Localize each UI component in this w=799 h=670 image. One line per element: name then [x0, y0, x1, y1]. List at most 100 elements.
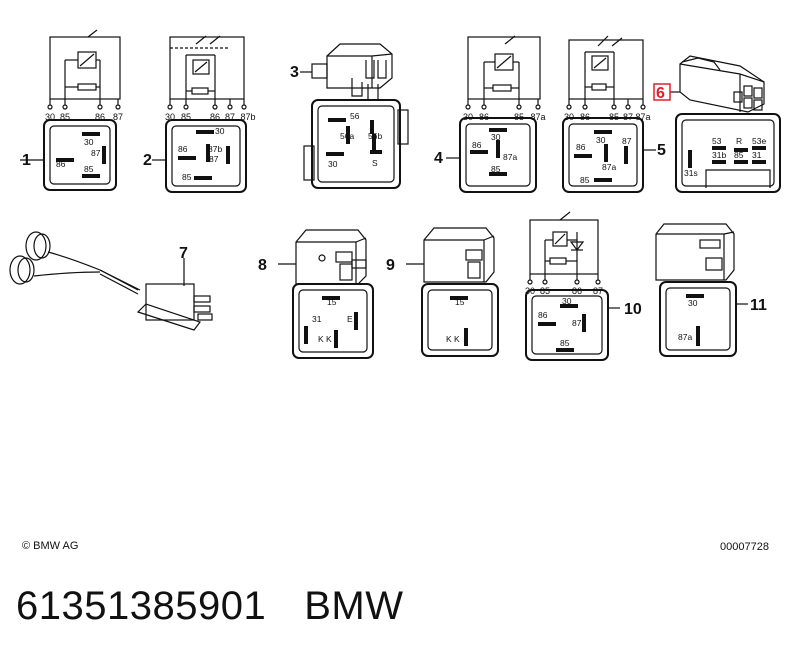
relay-4: [446, 35, 541, 193]
pin-label: 30: [564, 112, 574, 122]
callout-10: 10: [624, 301, 642, 318]
copyright-notice: © BMW AG: [22, 540, 79, 552]
pin-label: 86: [576, 142, 586, 152]
pin-label: 85: [580, 175, 590, 185]
document-number: 00007728: [720, 541, 769, 553]
pin-label: 87a: [503, 152, 517, 162]
callout-4: 4: [434, 150, 443, 167]
pin-label: 86: [580, 112, 590, 122]
pin-label: S: [372, 158, 378, 168]
pin-label: 30: [84, 137, 94, 147]
pin-label: 85: [60, 112, 70, 122]
relay-10: [525, 211, 620, 361]
relay-9: [406, 227, 499, 357]
pin-label: R: [736, 136, 742, 146]
pin-label: 87a: [530, 112, 545, 122]
callout-7: 7: [179, 245, 188, 262]
pin-label: 31: [752, 150, 762, 160]
part-caption: 61351385901 BMW: [16, 584, 403, 629]
pin-label: 15: [327, 297, 337, 307]
pin-label: 87: [622, 136, 632, 146]
part-number: 61351385901: [16, 584, 267, 628]
pin-label: 86: [210, 112, 220, 122]
pin-label: 85: [560, 338, 570, 348]
callout-1: 1: [22, 152, 31, 169]
pin-label: 87a: [635, 112, 650, 122]
pin-label: 87: [593, 286, 603, 296]
pin-label: 31s: [684, 168, 698, 178]
relay-5: [562, 35, 656, 193]
pin-label: 30: [562, 296, 572, 306]
relay-6: [653, 55, 781, 193]
pin-label: 30: [328, 159, 338, 169]
relay-8: [278, 229, 374, 359]
relay-6-housing: [679, 55, 765, 113]
pin-label: 53: [712, 136, 722, 146]
callout-9: 9: [386, 257, 395, 274]
pin-label: 56: [350, 111, 360, 121]
relay-1: [20, 29, 121, 191]
face-pin-labels: 30 86 87 85 30 86 87b 87 85 56 56a 56b 3…: [56, 111, 766, 348]
pin-label: 30: [45, 112, 55, 122]
pin-label: 85: [734, 150, 744, 160]
pin-label: 56b: [368, 131, 382, 141]
pin-label: 85: [181, 112, 191, 122]
pin-label: 56a: [340, 131, 354, 141]
pin-label: 86: [178, 144, 188, 154]
callout-8: 8: [258, 257, 267, 274]
pin-label: 30: [215, 126, 225, 136]
terminal-blades: [56, 118, 766, 352]
pin-label: K K: [318, 334, 332, 344]
pin-label: 87: [623, 112, 633, 122]
pin-label: 86: [472, 140, 482, 150]
pin-label: 87: [225, 112, 235, 122]
pin-label: 53e: [752, 136, 766, 146]
relay-2-schematic: [167, 35, 247, 110]
relay-11: [655, 223, 748, 357]
callout-11: 11: [750, 297, 767, 314]
callout-5: 5: [657, 142, 666, 159]
pin-label: 86: [538, 310, 548, 320]
pin-label: 30: [596, 135, 606, 145]
schematic-pin-labels: 30 85 86 87 30 85 86 87 87b 30 86 85 87a…: [45, 112, 651, 296]
callout-2: 2: [143, 152, 152, 169]
pin-label: 86: [56, 159, 66, 169]
pin-label: 85: [540, 286, 550, 296]
relay-10-schematic: [527, 211, 601, 285]
relay-8-housing: [295, 229, 367, 285]
pin-label: 85: [609, 112, 619, 122]
pin-label: 85: [514, 112, 524, 122]
callout-3: 3: [290, 64, 299, 81]
pin-label: E: [347, 314, 353, 324]
relay-5-schematic: [566, 35, 646, 110]
pin-label: 85: [182, 172, 192, 182]
pin-label: 85: [84, 164, 94, 174]
pin-label: 87b: [208, 144, 222, 154]
pin-label: K K: [446, 334, 460, 344]
pin-label: 87: [209, 154, 219, 164]
pin-label: 30: [165, 112, 175, 122]
pin-label: 30: [491, 132, 501, 142]
relay-11-housing: [655, 223, 735, 281]
pin-label: 31b: [712, 150, 726, 160]
relay-3: [300, 43, 409, 189]
relay-1-schematic: [47, 29, 121, 110]
pin-label: 87b: [240, 112, 255, 122]
pin-label: 87: [91, 148, 101, 158]
relay-9-housing: [423, 227, 495, 283]
pin-label: 31: [312, 314, 322, 324]
pin-label: 15: [455, 297, 465, 307]
callout-6-highlight: [653, 83, 671, 101]
callout-numbers: 1 2 3 4 5 6 7 8 9 10 11: [22, 64, 767, 318]
pin-label: 87: [113, 112, 123, 122]
brand-label: BMW: [304, 584, 404, 628]
pin-label: 30: [688, 298, 698, 308]
pin-label: 86: [479, 112, 489, 122]
pin-label: 86: [572, 286, 582, 296]
relay-3-housing: [311, 43, 393, 101]
pin-label: 87a: [602, 162, 616, 172]
relay-4-schematic: [465, 35, 541, 110]
pin-label: 30: [463, 112, 473, 122]
relay-2: [152, 35, 247, 193]
